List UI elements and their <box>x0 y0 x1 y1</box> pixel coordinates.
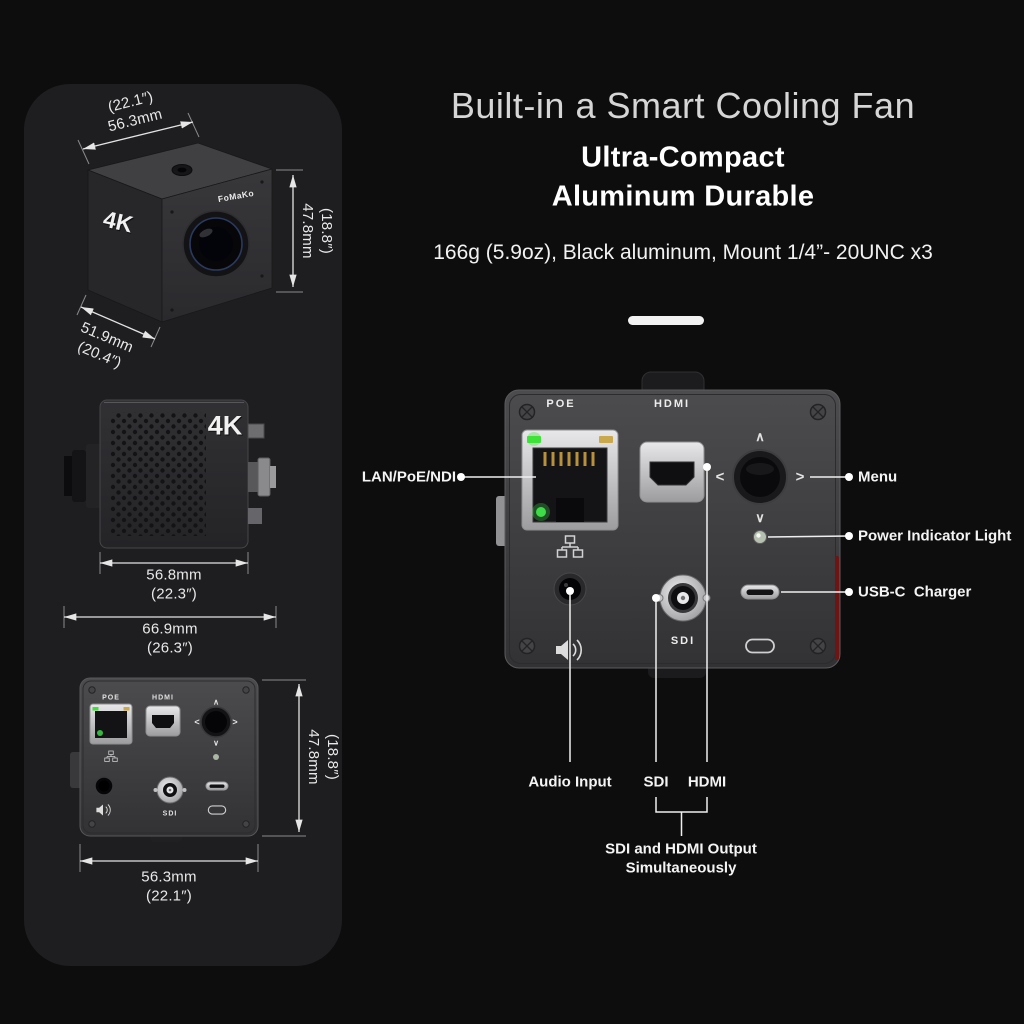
callout-line-hdmi <box>703 463 711 762</box>
joystick-up-arrow: ∧ <box>755 429 765 444</box>
dim-rear-height-in: (18.8″) <box>323 734 341 780</box>
page-title: Built-in a Smart Cooling Fan <box>450 85 916 126</box>
dim-side-body-mm: 56.8mm <box>146 566 202 584</box>
dim-side-body-in: (22.3″) <box>151 585 197 602</box>
dim-rear-height-mm: 47.8mm <box>305 729 322 785</box>
joystick-left-arrow: < <box>715 468 725 486</box>
callout-power-label: Power Indicator Light <box>858 527 1012 545</box>
menu-joystick <box>732 449 788 505</box>
dim-rear-height <box>262 679 306 837</box>
dim-3d-height <box>276 169 303 293</box>
dim-rear-height-label: (18.8″) 47.8mm <box>303 729 341 784</box>
callout-bracket <box>655 797 708 836</box>
section-divider <box>628 316 704 325</box>
callout-audio-label: Audio Input <box>528 773 612 791</box>
mini-usb-c-port <box>205 781 229 791</box>
mini-poe-label: POE <box>102 694 120 702</box>
mini-sdi-port <box>153 776 187 804</box>
sdi-label: SDI <box>670 635 696 647</box>
camera-lens <box>182 210 250 278</box>
mini-ethernet-port <box>89 703 133 745</box>
spec-line: 166g (5.9oz), Black aluminum, Mount 1/4”… <box>433 241 933 264</box>
hdmi-label: HDMI <box>653 398 691 410</box>
hdmi-port <box>639 441 705 503</box>
red-edge <box>835 556 839 660</box>
vent-holes <box>110 412 206 536</box>
callout-line-usbc <box>781 588 853 596</box>
joystick-down-arrow: ∨ <box>755 510 765 525</box>
dim-side-total-mm: 66.9mm <box>142 620 198 638</box>
dim-side-total <box>63 606 277 628</box>
callout-lines <box>457 463 853 836</box>
sdi-port <box>655 574 711 622</box>
callout-line-menu <box>810 473 853 481</box>
callout-usbc-label: USB-C Charger <box>858 583 972 601</box>
dim-3d-width <box>77 112 200 165</box>
corner-screws <box>518 403 827 655</box>
mini-power-led <box>213 754 219 760</box>
logo-4k-side-view: 4K <box>207 410 243 441</box>
callout-line-audio <box>566 587 574 762</box>
camera-rear-view <box>70 670 259 842</box>
mini-sdi-label: SDI <box>162 810 178 818</box>
lens-barrel <box>64 456 74 496</box>
callout-sdi-label: SDI <box>643 773 669 791</box>
power-led <box>753 530 767 544</box>
mini-joystick-down-arrow: ∨ <box>213 738 219 748</box>
mini-joystick-left-arrow: < <box>194 717 200 727</box>
dim-3d-depth <box>76 294 161 348</box>
ethernet-port <box>521 429 619 531</box>
dim-3d-height-mm: 47.8mm <box>299 203 316 259</box>
callout-line-lan <box>457 473 536 481</box>
dim-3d-height-in: (18.8″) <box>317 208 335 254</box>
callout-line-power <box>767 532 853 540</box>
dim-side-body <box>99 552 249 574</box>
mini-joystick-up-arrow: ∧ <box>213 697 219 707</box>
dim-rear-width <box>79 844 259 872</box>
dim-side-body-label: 56.8mm (22.3″) <box>146 566 201 604</box>
mini-screws <box>88 686 250 828</box>
subtitle-line2: Aluminum Durable <box>551 180 815 213</box>
dim-rear-width-label: 56.3mm (22.1″) <box>141 868 196 906</box>
callout-menu-label: Menu <box>858 468 898 486</box>
rear-panel-diagram <box>496 371 841 678</box>
mini-hdmi-label: HDMI <box>152 694 174 702</box>
camera-3d-view <box>86 142 274 323</box>
camera-side-view <box>64 399 276 549</box>
callout-hdmi-label: HDMI <box>687 773 727 791</box>
callout-line-sdi <box>652 594 660 762</box>
simultaneous-output-line1: SDI and HDMI Output <box>605 840 757 858</box>
dim-side-total-label: 66.9mm (26.3″) <box>142 620 197 658</box>
mini-joystick-right-arrow: > <box>232 717 238 727</box>
usb-c-port <box>740 584 780 600</box>
subtitle-line1: Ultra-Compact <box>581 141 785 174</box>
mini-hdmi-port <box>145 705 181 737</box>
dim-3d-height-label: (18.8″) 47.8mm <box>297 203 335 258</box>
dim-rear-width-in: (22.1″) <box>146 887 192 904</box>
callout-lan-label: LAN/PoE/NDI <box>361 468 456 486</box>
dim-side-total-in: (26.3″) <box>147 639 193 656</box>
dim-rear-width-mm: 56.3mm <box>141 868 197 886</box>
ethernet-pins <box>543 452 595 466</box>
mini-menu-joystick <box>200 706 232 738</box>
poe-label: POE <box>546 398 576 410</box>
rear-connectors <box>247 423 276 524</box>
simultaneous-output-line2: Simultaneously <box>625 859 737 877</box>
joystick-right-arrow: > <box>795 468 805 486</box>
mini-audio-jack <box>94 776 114 796</box>
